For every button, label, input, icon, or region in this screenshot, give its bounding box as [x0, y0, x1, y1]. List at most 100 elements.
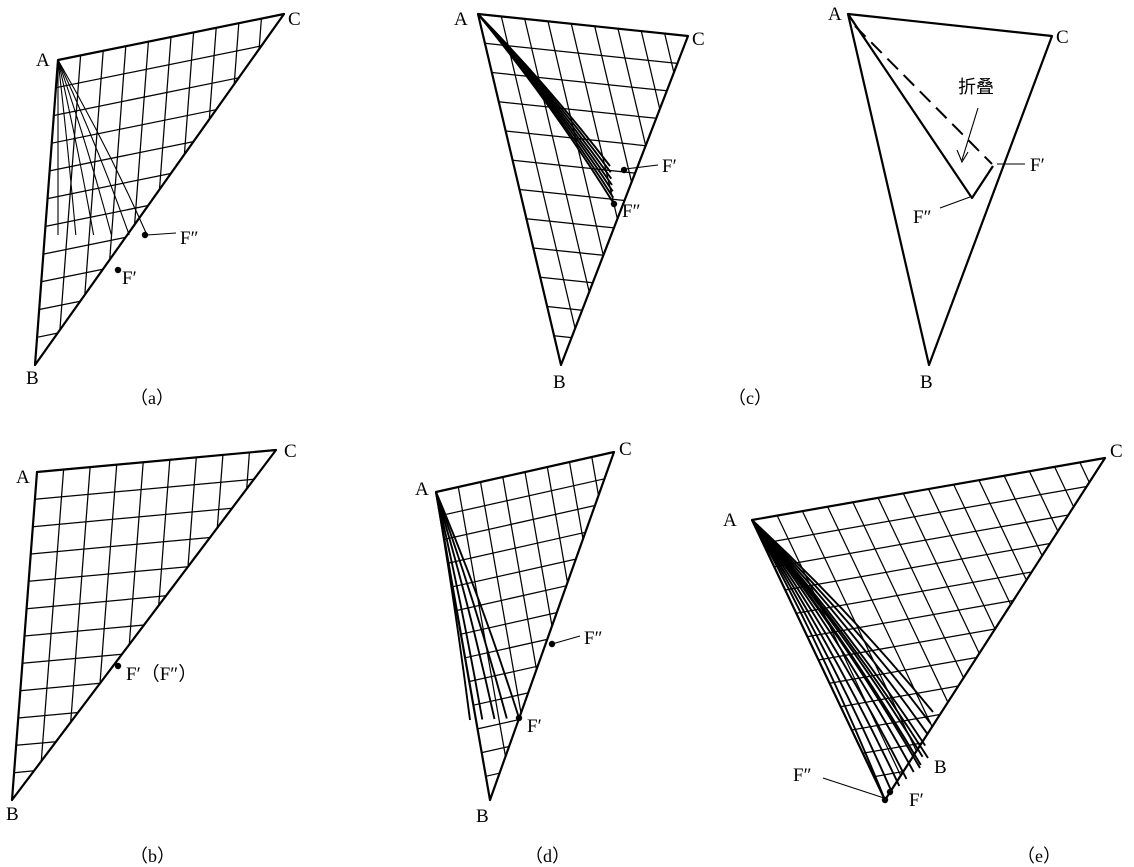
- panel-e-fold-line: [751, 519, 894, 794]
- panel-d-mesh-line: [452, 558, 576, 588]
- panel-d-point-f1: [515, 714, 523, 722]
- panel-c-caption: （c）: [728, 388, 772, 408]
- panel-e-outline: [750, 456, 1107, 802]
- panel-b-lower-mesh-line: [246, 452, 251, 489]
- mesh-layer: [14, 16, 1090, 778]
- panel-a-mesh-line: [36, 332, 58, 338]
- panel-d-mesh-line: [457, 486, 507, 757]
- panel-b-lower-mesh-line: [14, 770, 35, 774]
- panel-a: A B C F″ F′ （a）: [26, 9, 301, 408]
- panel-e-mesh-line: [818, 628, 996, 661]
- panel-a-mesh-line: [47, 172, 171, 200]
- panel-b-lower-mesh-line: [24, 624, 145, 637]
- panel-a-mesh-line: [109, 46, 127, 260]
- panel-e-vertex-b: B: [934, 757, 947, 778]
- panel-e-mesh-line: [1028, 471, 1059, 532]
- panel-d-fold-line: [435, 491, 520, 719]
- panel-a-vertex-b: B: [26, 368, 39, 389]
- panel-b-vertex-a: A: [454, 9, 468, 30]
- panel-b-lower-mesh-line: [26, 595, 167, 610]
- fold-lines-layer: [57, 13, 994, 801]
- panel-b-mesh-line: [526, 218, 614, 229]
- panel-c-label-f1: F′: [1030, 155, 1045, 176]
- panel-e-mesh-line: [953, 484, 1012, 605]
- panel-b-lower-mesh-line: [40, 469, 65, 762]
- panel-b-lower-mesh-line: [34, 478, 255, 500]
- panel-a-mesh-line: [41, 268, 104, 283]
- panel-c-vertex-c: C: [1056, 27, 1069, 48]
- panel-d-leader-f2: [551, 635, 581, 645]
- panel-b: A B C F′ F″: [454, 9, 705, 393]
- panel-a-outline: [33, 12, 286, 367]
- panel-c-outline: [846, 12, 1054, 367]
- panel-b-lower-label-f: F′（F″）: [126, 663, 197, 685]
- panel-e-mesh-line: [774, 514, 1069, 568]
- panel-e-mesh-line: [762, 485, 1087, 544]
- panel-e-mesh-line: [785, 542, 1051, 591]
- panel-c-fold-note: 折叠: [958, 77, 994, 98]
- panel-a-mesh-line: [45, 204, 149, 228]
- panel-a-label-f2: F″: [180, 228, 198, 249]
- panel-a-point-f2: [141, 231, 149, 239]
- panel-d-label-f2: F″: [584, 628, 602, 649]
- panel-a-mesh-line: [39, 300, 81, 311]
- panel-d-mesh-line: [477, 719, 519, 730]
- panel-b-mesh-line: [554, 335, 572, 339]
- panel-e-fold-line: [751, 519, 924, 758]
- panel-b-caption: （b）: [130, 846, 175, 866]
- panel-b-leader-f1: [624, 164, 659, 170]
- panel-b-mesh-line: [594, 26, 633, 183]
- panel-e-fold-line: [751, 519, 915, 773]
- panel-d-vertex-c: C: [619, 439, 632, 460]
- panel-e: A B C F″ F′ （e）: [723, 441, 1123, 866]
- panel-b-outline: [476, 12, 690, 367]
- panel-e-mesh-line: [1079, 462, 1090, 483]
- panel-b-lower-vertex-b: B: [6, 804, 19, 825]
- panel-d-mesh-line: [568, 461, 584, 540]
- panel-e-mesh-line: [978, 479, 1027, 581]
- panel-d-mesh-line: [546, 466, 569, 583]
- panel-e-mesh-line: [873, 770, 904, 778]
- point-markers-layer: [114, 166, 894, 804]
- panel-b-mesh-line: [547, 305, 583, 311]
- panel-b-lower-mesh-line: [18, 711, 79, 719]
- panel-b-mesh-line: [640, 30, 661, 110]
- panel-e-fold-line: [751, 519, 921, 769]
- panel-a-mesh-line: [158, 36, 172, 190]
- panel-b-mesh-line: [491, 71, 667, 92]
- panel-b-mesh-line: [540, 276, 593, 284]
- panel-b-fold-line: [477, 13, 615, 205]
- panel-b-lower-mesh-line: [187, 457, 197, 567]
- panel-b-vertex-b: B: [553, 372, 566, 393]
- panel-b-label-f1: F′: [662, 156, 677, 177]
- panel-b-mesh-line: [498, 101, 657, 119]
- panel-d-mesh-line: [456, 585, 567, 612]
- panel-b-lower-mesh-line: [158, 459, 171, 606]
- panel-c-dashed-fold: [854, 25, 993, 165]
- panel-b-lower-mesh-line: [70, 467, 91, 723]
- panel-a-fold-line: [57, 59, 95, 236]
- panel-b-mesh-line: [533, 247, 604, 256]
- panel-c-label-f2: F″: [913, 207, 931, 228]
- panel-e-fold-line: [751, 519, 908, 780]
- panel-e-point-f1: [886, 788, 894, 796]
- panel-a-mesh-line: [43, 236, 126, 255]
- panel-b-mesh-line: [617, 28, 647, 146]
- panel-c: A B C 折叠 F′ F″ （c）: [728, 4, 1069, 408]
- panel-a-mesh-line: [258, 18, 263, 50]
- triangle-edges-layer: [10, 12, 1107, 802]
- panel-e-mesh-line: [1003, 475, 1043, 556]
- panel-e-fold-line: [751, 519, 901, 787]
- panel-e-point-f2: [881, 796, 889, 804]
- panel-d-vertex-a: A: [415, 479, 429, 500]
- panel-b-lower-vertex-c: C: [284, 441, 297, 462]
- panel-b-lower-mesh-line: [20, 682, 101, 692]
- panel-a-mesh-line: [51, 109, 217, 144]
- panel-a-vertex-a: A: [36, 50, 50, 71]
- panel-e-fold-line: [751, 519, 934, 713]
- panel-b-mesh-line: [519, 188, 625, 202]
- panel-e-fold-line: [751, 519, 932, 724]
- panel-d-caption: （d）: [525, 846, 570, 866]
- panel-b-mesh-line: [524, 18, 590, 293]
- panel-c-vertex-a: A: [828, 4, 842, 25]
